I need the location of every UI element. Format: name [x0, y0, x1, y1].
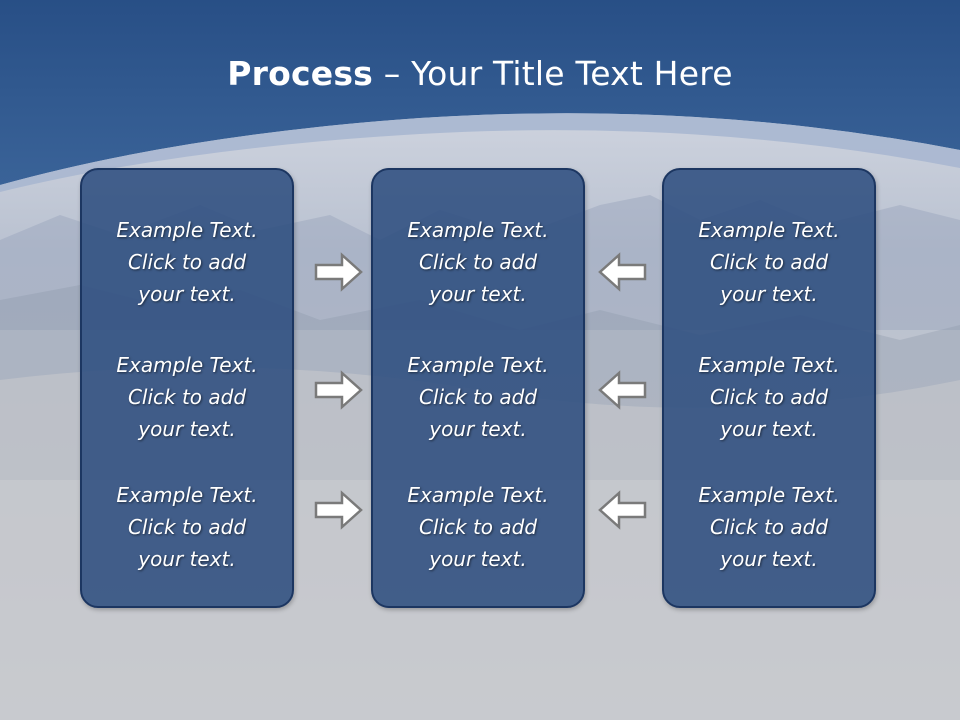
left-panel-text-2[interactable]: Example Text. Click to add your text. [116, 353, 258, 441]
left-panel: Example Text. Click to add your text. Ex… [80, 168, 294, 608]
right-panel-text-1[interactable]: Example Text. Click to add your text. [698, 218, 840, 306]
right-arrow-icon [314, 252, 363, 292]
header-curve-highlight [0, 113, 960, 192]
page-title: Process – Your Title Text Here [0, 52, 960, 96]
right-arrow-icon [314, 370, 363, 410]
left-panel-text-3[interactable]: Example Text. Click to add your text. [116, 483, 258, 571]
right-panel-text-3[interactable]: Example Text. Click to add your text. [698, 483, 840, 571]
center-panel-text-1[interactable]: Example Text. Click to add your text. [407, 218, 549, 306]
center-panel-text-2[interactable]: Example Text. Click to add your text. [407, 353, 549, 441]
title-rest: – Your Title Text Here [373, 54, 733, 93]
right-arrow-icon [314, 490, 363, 530]
center-panel-text-3[interactable]: Example Text. Click to add your text. [407, 483, 549, 571]
header-band [0, 0, 960, 185]
left-arrow-icon [598, 370, 647, 410]
right-panel-text-2[interactable]: Example Text. Click to add your text. [698, 353, 840, 441]
right-panel: Example Text. Click to add your text. Ex… [662, 168, 876, 608]
title-bold: Process [227, 54, 374, 93]
left-arrow-icon [598, 252, 647, 292]
center-panel: Example Text. Click to add your text. Ex… [371, 168, 585, 608]
left-arrow-icon [598, 490, 647, 530]
left-panel-text-1[interactable]: Example Text. Click to add your text. [116, 218, 258, 306]
